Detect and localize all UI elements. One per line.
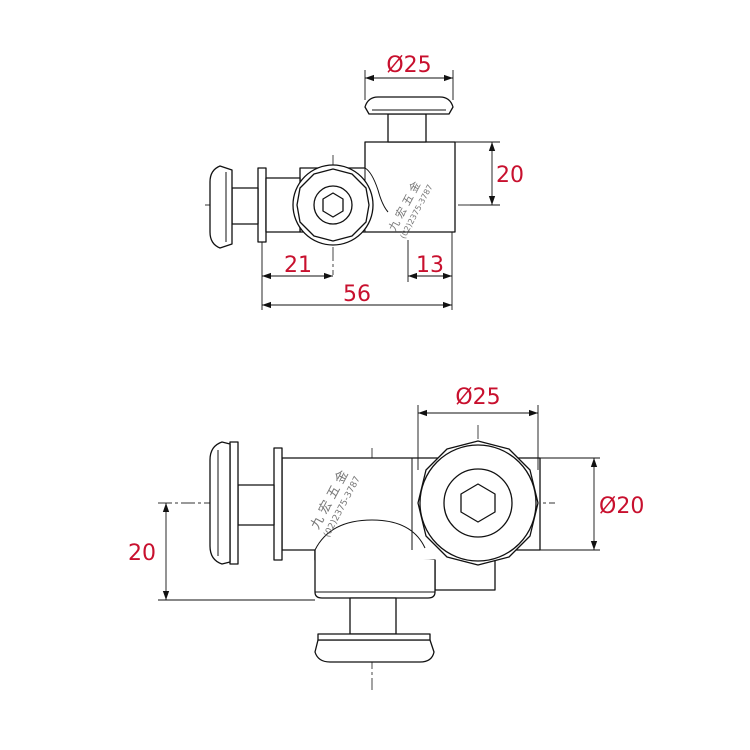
top-left-knob-cap [209,165,233,249]
bottom-lower-washer [317,633,431,641]
top-upper-knob-cap [364,96,454,115]
top-view: Ø25 20 21 13 56 九 宏 五 金 (02)2375-3787 [205,53,524,310]
bottom-view: Ø25 Ø20 20 九 宏 五 金 (02)2375-3787 [128,385,644,690]
top-dim-13-label: 13 [416,253,444,278]
bottom-dim-d20-label: Ø20 [599,494,644,519]
top-dim-21-label: 21 [284,253,312,278]
top-left-clamp-plate [257,167,267,243]
top-hex-socket [322,192,344,218]
top-dim-d25-label: Ø25 [386,53,431,78]
top-dim-56-label: 56 [343,282,371,307]
top-left-stem [231,187,259,225]
bottom-dim-d25-label: Ø25 [455,385,500,410]
bottom-left-clamp-plate [273,447,283,561]
bottom-left-knob-cap [209,441,231,565]
bottom-hex-socket [460,483,496,523]
top-dim-h20-label: 20 [496,163,524,188]
bottom-lower-stem [349,597,397,635]
bottom-lower-knob-cap [314,639,435,663]
bottom-left-washer [229,441,239,565]
bottom-dim-h20-label: 20 [128,541,156,566]
top-upper-stem [387,113,427,143]
top-body-seam [364,167,389,213]
bottom-saddle-curve [314,519,426,551]
bottom-left-stem [237,484,275,526]
